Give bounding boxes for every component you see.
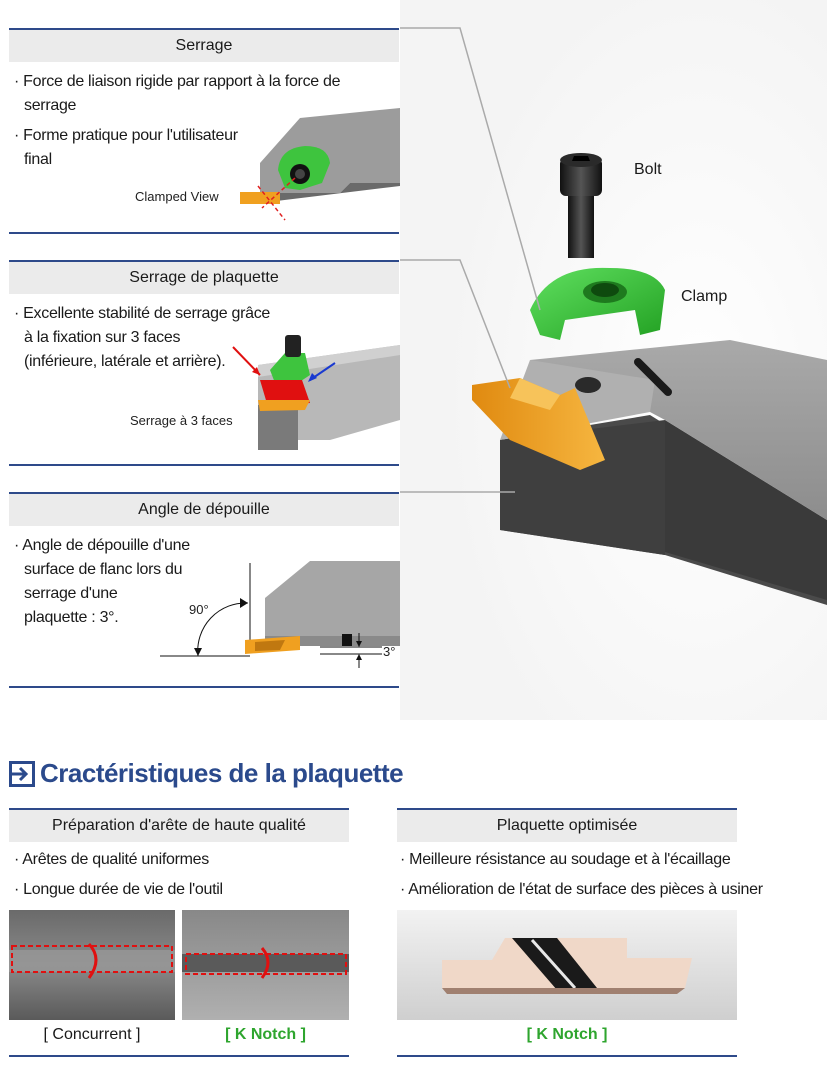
insert-clamping-header: Serrage de plaquette [9, 260, 399, 294]
relief-angle-diagram [160, 561, 400, 668]
clamped-view-caption: Clamped View [135, 189, 219, 204]
edge-bullet-2: · Longue durée de vie de l'outil [14, 881, 223, 898]
clamping-divider [9, 232, 399, 234]
arrow-box-icon [9, 761, 35, 787]
angle-90-label: 90° [189, 602, 209, 617]
knotch-caption-right: [ K Notch ] [526, 1026, 608, 1043]
characteristics-title: Cractéristiques de la plaquette [40, 758, 404, 788]
bolt-label: Bolt [634, 161, 662, 178]
knotch-caption-left: [ K Notch ] [225, 1026, 306, 1043]
clamping-bullet-2b: final [24, 151, 52, 168]
relief-angle-header: Angle de dépouille [9, 492, 399, 526]
insert-clamping-bullet-1b: à la fixation sur 3 faces [24, 329, 181, 346]
relief-bullet-1b: surface de flanc lors du [24, 561, 183, 578]
relief-bullet-1c: serrage d'une [24, 585, 118, 602]
insert-clamping-bullet-1c: (inférieure, latérale et arrière). [24, 353, 226, 370]
competitor-caption: [ Concurrent ] [43, 1026, 141, 1043]
relief-bullet-1: · Angle de dépouille d'une [14, 537, 190, 554]
optimized-bullet-1: · Meilleure résistance au soudage et à l… [400, 851, 731, 868]
edge-divider [9, 1055, 349, 1057]
optimized-bullet-2: · Amélioration de l'état de surface des … [400, 881, 763, 898]
optimized-insert-photo [397, 910, 737, 1020]
insert-clamping-bullet-1: · Excellente stabilité de serrage grâce [14, 305, 270, 322]
clamp-label: Clamp [681, 288, 728, 305]
clamped-view-image [240, 108, 400, 221]
insert-clamping-divider [9, 464, 399, 466]
relief-bullet-1d: plaquette : 3°. [24, 609, 119, 626]
edge-prep-header: Préparation d'arête de haute qualité [9, 808, 349, 842]
three-face-clamping-image [232, 335, 400, 450]
competitor-edge-photo [9, 910, 175, 1020]
three-face-caption: Serrage à 3 faces [130, 413, 233, 428]
relief-divider [9, 686, 399, 688]
tool-assembly-illustration [400, 0, 827, 720]
angle-3-label: 3° [383, 644, 396, 659]
optimized-insert-header: Plaquette optimisée [397, 808, 737, 842]
clamping-bullet-2: · Forme pratique pour l'utilisateur [14, 127, 238, 144]
edge-bullet-1: · Arêtes de qualité uniformes [14, 851, 209, 868]
knotch-edge-photo [182, 910, 349, 1020]
clamping-header: Serrage [9, 28, 399, 62]
clamping-bullet-1: · Force de liaison rigide par rapport à … [14, 73, 341, 90]
optimized-divider [397, 1055, 737, 1057]
clamping-bullet-1b: serrage [24, 97, 77, 114]
